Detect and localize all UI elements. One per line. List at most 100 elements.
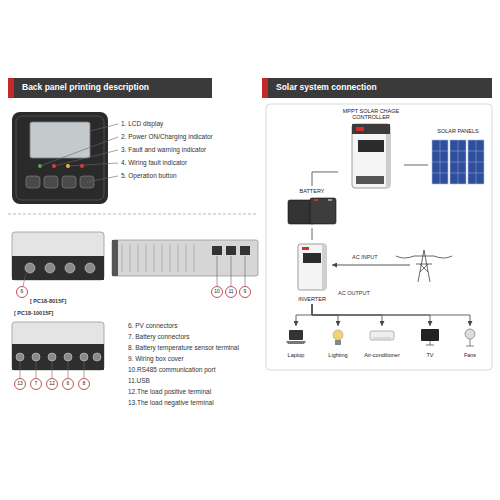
callout-number: 9 [244, 289, 247, 295]
load-device: Laptop [278, 326, 314, 360]
callout-text: 3. Fault and warning indicator [121, 146, 206, 153]
terminal-panel [12, 344, 104, 370]
leader-lines [40, 124, 118, 182]
laptop-icon [286, 330, 306, 344]
fan-icon [465, 329, 475, 346]
model-label: [ PC18-8015F] [30, 298, 66, 304]
device-body [12, 322, 104, 370]
connector [312, 304, 470, 326]
ac-unit [370, 331, 394, 340]
terminal [65, 263, 75, 273]
node-text: Solar system connection [276, 83, 377, 93]
end-cap [112, 240, 118, 276]
panel-body [12, 112, 108, 204]
tv-screen [421, 329, 439, 341]
flow-label: AC OUTPUT [338, 290, 370, 296]
battery-terminal [328, 199, 332, 201]
power-wires [396, 256, 452, 258]
connector [312, 172, 338, 186]
terminal-strip [356, 176, 384, 184]
separator-line [8, 214, 256, 215]
callout-number: 6 [67, 381, 70, 387]
terminal [45, 263, 55, 273]
load-device: Fans [452, 326, 488, 360]
device-body [112, 240, 258, 276]
ac-input-arrow [332, 265, 410, 266]
terminal-panel [12, 256, 104, 280]
lighting-icon [333, 330, 343, 345]
connector [312, 228, 313, 240]
callout-circle [31, 379, 42, 390]
device-body [298, 244, 326, 290]
terminal [93, 353, 101, 361]
leader-line [54, 150, 118, 166]
inverter-illustration [298, 244, 326, 290]
leader-line [87, 176, 118, 182]
battery-cell [310, 198, 336, 224]
brand-logo [356, 127, 364, 131]
load-device: TV [412, 326, 448, 360]
callout-circle [240, 287, 251, 298]
connector [296, 304, 312, 326]
brand-logo [302, 247, 309, 250]
callout-number: 6 [21, 289, 24, 295]
node-text: Laptop [288, 352, 305, 358]
bulb-base [335, 340, 341, 345]
description-item: 8. Battery temperature sensor terminal [128, 344, 239, 351]
controller-device: MPPT SOLAR CHAGE CONTROLLER [338, 106, 404, 192]
description-item: 7. Battery connectors [128, 333, 189, 340]
callout-number: 13 [17, 381, 23, 387]
tv-stand [426, 341, 434, 345]
lcd-screen [30, 122, 90, 158]
description-item: 10.RS485 communication port [128, 366, 215, 373]
node-text: Lighting [328, 352, 347, 358]
callout-circle [212, 287, 223, 298]
laptop-base [286, 341, 306, 344]
callout-number: 12 [49, 381, 55, 387]
bulb [333, 330, 343, 340]
node-text: Back panel printing description [22, 83, 149, 93]
section-header: Solar system connection [262, 78, 492, 98]
callout-circle [15, 379, 26, 390]
callout-text: 4. Wiring fault indicator [121, 159, 187, 166]
terminal [80, 353, 88, 361]
leader-line [23, 273, 26, 286]
node-text: Fans [464, 352, 476, 358]
model-label: [ PC18-10015F] [14, 310, 53, 316]
callout-number: 10 [214, 289, 220, 295]
callout-number: 7 [35, 381, 38, 387]
node-text: MPPT SOLAR CHAGE CONTROLLER [338, 108, 404, 121]
terminal [64, 353, 72, 361]
air-conditioner-icon [370, 331, 394, 340]
fan-stand [466, 339, 474, 346]
port [226, 246, 236, 255]
description-item: 11.USB [128, 377, 150, 384]
inverter-device: INVERTER [292, 240, 332, 304]
leader-line [20, 361, 84, 378]
description-item: 12.The load positive terminal [128, 388, 211, 395]
laptop-screen [289, 330, 303, 340]
callout-text: 5. Operation button [121, 172, 177, 179]
description-item: 6. PV connectors [128, 322, 178, 329]
connector [404, 164, 428, 165]
operation-button [44, 176, 58, 188]
device-top [352, 124, 390, 134]
section-header: Back panel printing description [8, 78, 212, 98]
display [303, 253, 321, 263]
leader-line [40, 137, 118, 166]
description-item: 13.The load negative terminal [128, 399, 214, 406]
callout-text: 2. Power ON/Charging indicator [121, 133, 213, 140]
description-item: 9. Wiring box cover [128, 355, 184, 362]
leader-line [217, 256, 245, 286]
indicator-led [80, 164, 84, 168]
diagram-frame [266, 104, 492, 370]
callout-circle [63, 379, 74, 390]
terminal [32, 353, 40, 361]
side-shade [386, 134, 390, 188]
solar-panel-array: SOLAR PANELS [428, 126, 488, 188]
node-text: Air-conditioner [364, 352, 399, 358]
ac-vent [373, 338, 391, 339]
flow-label: AC INPUT [352, 254, 378, 260]
